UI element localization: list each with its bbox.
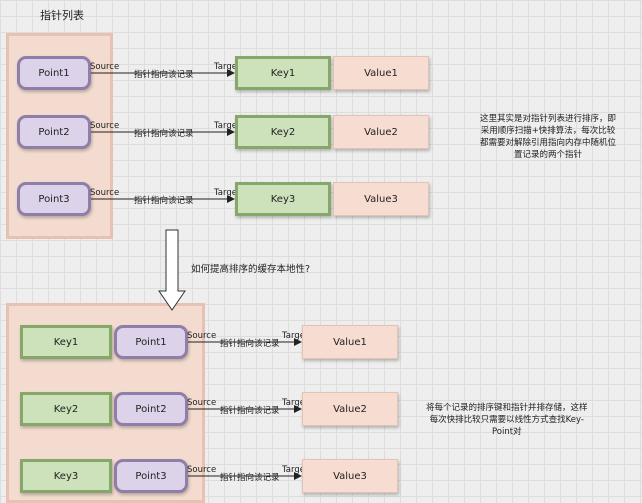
edge-label: 指针指向该记录 (220, 473, 280, 483)
key3-node[interactable]: Key3 (20, 459, 112, 493)
bottom-note: 将每个记录的排序键和指针并排存储，这样 每次快排比较只需要以线性方式查找Key-… (426, 403, 588, 437)
edge-label: 指针指向该记录 (134, 196, 194, 206)
top-note: 这里其实是对指针列表进行排序，即 采用顺序扫描+快排算法，每次比较 都需要对解除… (480, 114, 617, 160)
edge-label: 指针指向该记录 (220, 339, 280, 349)
page-title: 指针列表 (40, 9, 84, 22)
target-label: Target (282, 465, 309, 475)
value2-node[interactable]: Value2 (302, 392, 398, 426)
value3-node[interactable]: Value3 (302, 459, 398, 493)
point1-node[interactable]: Point1 (114, 325, 188, 359)
target-label: Target (214, 62, 241, 72)
edge-label: 指针指向该记录 (134, 129, 194, 139)
source-label: Source (187, 465, 217, 475)
edge-label: 指针指向该记录 (134, 70, 194, 80)
point2-node[interactable]: Point2 (17, 115, 91, 149)
question-label: 如何提高排序的缓存本地性? (191, 264, 311, 275)
value2-node[interactable]: Value2 (333, 115, 429, 149)
point2-node[interactable]: Point2 (114, 392, 188, 426)
source-label: Source (187, 331, 217, 341)
key2-node[interactable]: Key2 (20, 392, 112, 426)
source-label: Source (90, 188, 120, 198)
value1-node[interactable]: Value1 (302, 325, 398, 359)
source-label: Source (90, 121, 120, 131)
point3-node[interactable]: Point3 (114, 459, 188, 493)
key1-node[interactable]: Key1 (20, 325, 112, 359)
target-label: Target (282, 398, 309, 408)
target-label: Target (214, 121, 241, 131)
edge-label: 指针指向该记录 (220, 406, 280, 416)
down-arrow-icon (158, 229, 186, 311)
target-label: Target (282, 331, 309, 341)
source-label: Source (187, 398, 217, 408)
key1-node[interactable]: Key1 (235, 56, 331, 90)
point3-node[interactable]: Point3 (17, 182, 91, 216)
source-label: Source (90, 62, 120, 72)
value3-node[interactable]: Value3 (333, 182, 429, 216)
target-label: Target (214, 188, 241, 198)
point1-node[interactable]: Point1 (17, 56, 91, 90)
key2-node[interactable]: Key2 (235, 115, 331, 149)
value1-node[interactable]: Value1 (333, 56, 429, 90)
key3-node[interactable]: Key3 (235, 182, 331, 216)
